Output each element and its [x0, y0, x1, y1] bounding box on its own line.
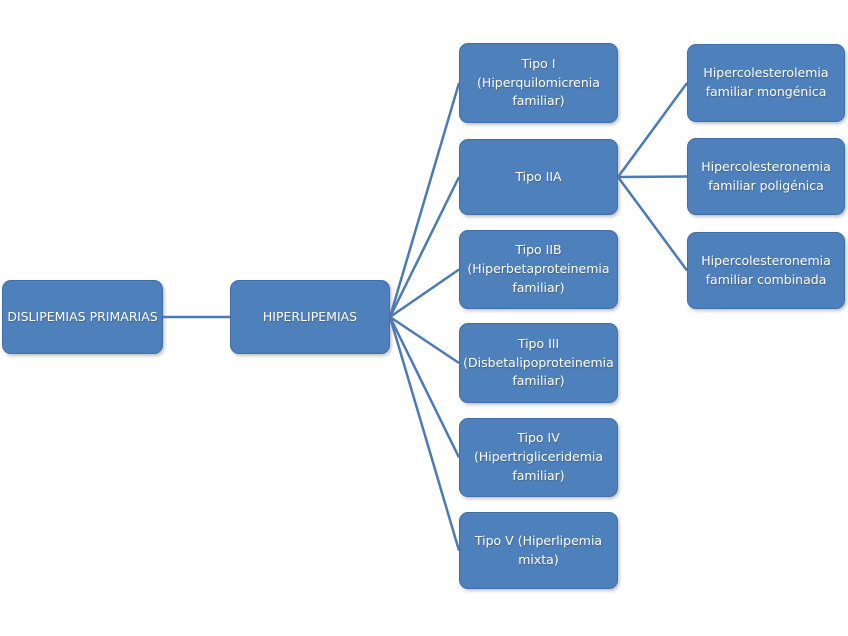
node-hipercolesteronemia-familiar-poligenica: Hipercolesteronemia familiar poligénica	[687, 138, 845, 215]
node-dislipemias-primarias: DISLIPEMIAS PRIMARIAS	[2, 280, 163, 354]
node-hipercolesteronemia-familiar-combinada: Hipercolesteronemia familiar combinada	[687, 232, 845, 309]
node-hipercolesterolemia-familiar-mongenica: Hipercolesterolemia familiar mongénica	[687, 44, 845, 122]
connector-tipo-iia-poligenica	[617, 175, 688, 179]
connector-hiperlipemias-tipo-v	[388, 316, 461, 551]
node-tipo-iib: Tipo IIB (Hiperbetaproteinemia familiar)	[459, 230, 618, 309]
node-label: Tipo IIA	[515, 168, 562, 184]
connector-tipo-iia-combinada	[616, 176, 689, 272]
node-label: Tipo III (Disbetalipoproteinemia familia…	[463, 335, 614, 389]
node-hiperlipemias: HIPERLIPEMIAS	[230, 280, 390, 354]
node-label: DISLIPEMIAS PRIMARIAS	[7, 308, 158, 324]
connector-hiperlipemias-tipo-iv	[388, 316, 461, 459]
node-tipo-iv: Tipo IV (Hipertrigliceridemia familiar)	[459, 418, 618, 497]
node-label: Hipercolesterolemia familiar mongénica	[703, 65, 829, 99]
connector-hiperlipemias-tipo-iii	[389, 315, 460, 365]
node-label: Tipo V (Hiperlipemia mixta)	[474, 532, 603, 567]
connector-hiperlipemias-tipo-i	[388, 82, 461, 318]
node-label: HIPERLIPEMIAS	[262, 308, 358, 324]
node-tipo-i: Tipo I (Hiperquilomicrenia familiar)	[459, 43, 618, 123]
connector-hiperlipemias-tipo-iia	[388, 176, 461, 318]
node-label: Tipo I (Hiperquilomicrenia familiar)	[477, 55, 600, 109]
node-label: Hipercolesteronemia familiar poligénica	[701, 158, 831, 193]
connector-hiperlipemias-tipo-iib	[389, 268, 460, 319]
node-label: Hipercolesteronemia familiar combinada	[701, 252, 831, 287]
node-tipo-v: Tipo V (Hiperlipemia mixta)	[459, 512, 618, 589]
node-tipo-iia: Tipo IIA	[459, 139, 618, 215]
node-label: Tipo IIB (Hiperbetaproteinemia familiar)	[467, 242, 610, 295]
node-tipo-iii: Tipo III (Disbetalipoproteinemia familia…	[459, 323, 618, 403]
connector-tipo-iia-monogenica	[616, 82, 689, 178]
node-label: Tipo IV (Hipertrigliceridemia familiar)	[473, 430, 604, 483]
